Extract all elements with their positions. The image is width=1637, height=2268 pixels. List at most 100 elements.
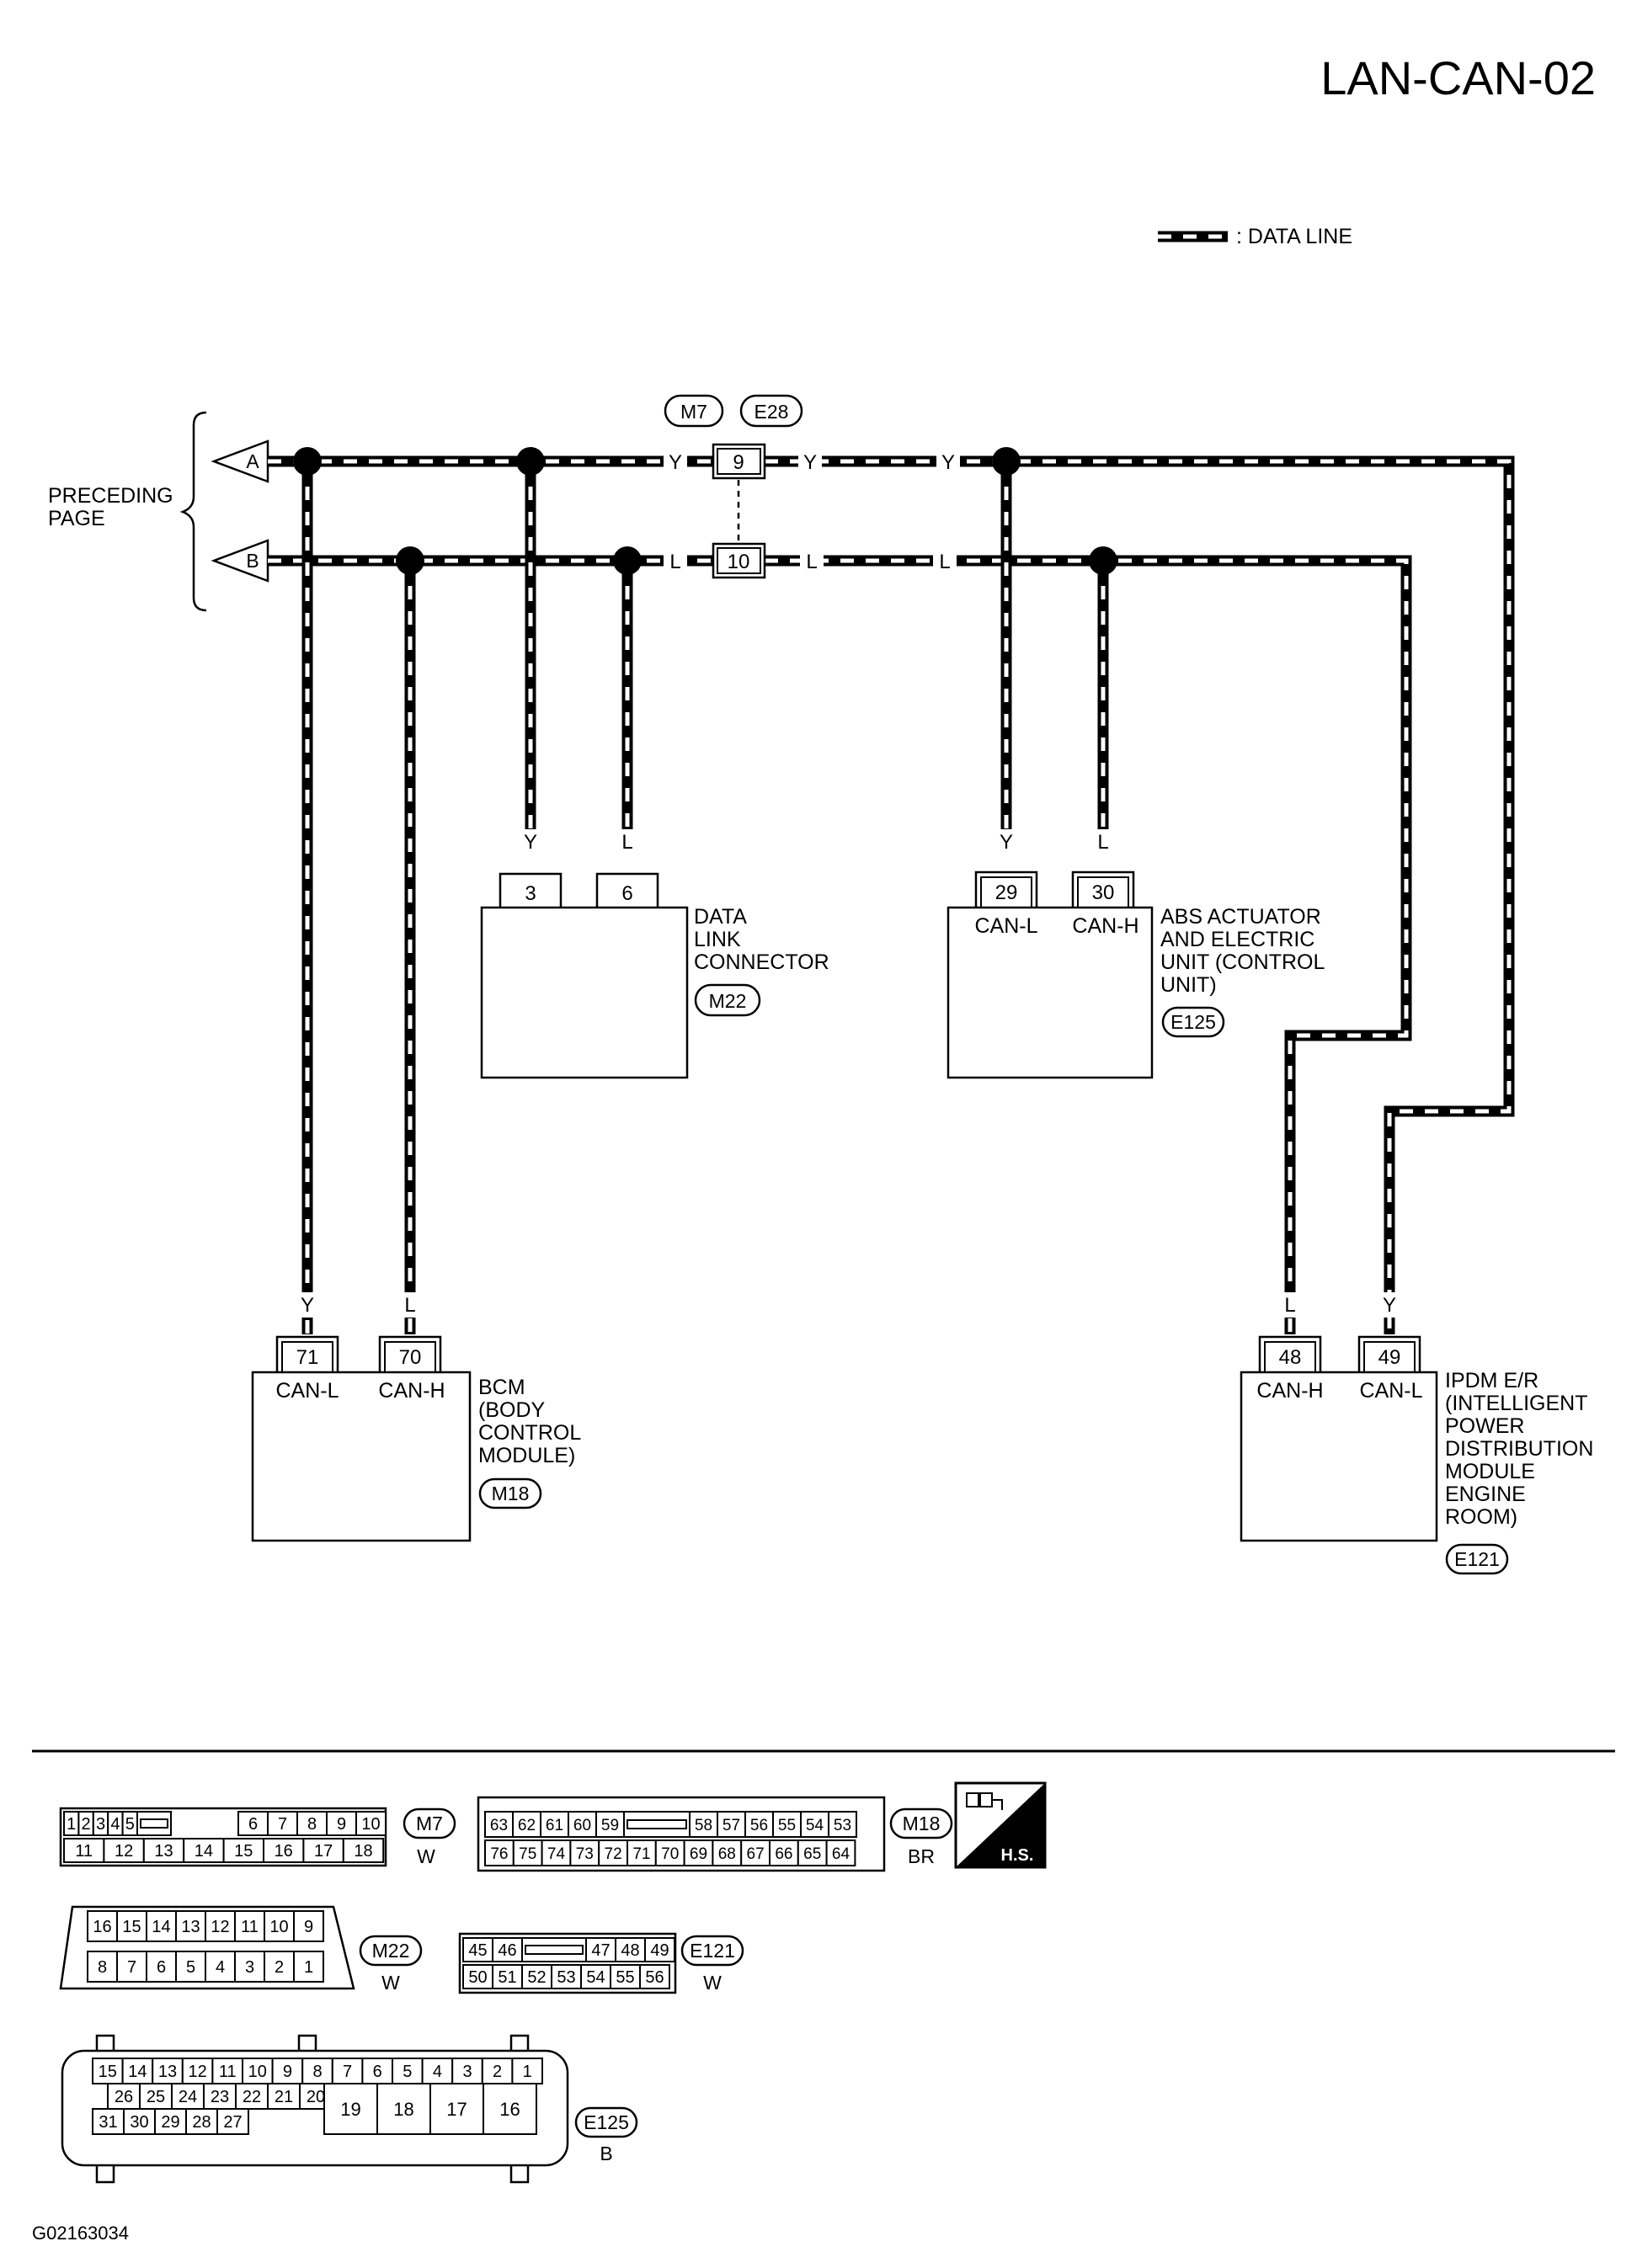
joint-pin-9	[717, 448, 761, 475]
connector-tag-m7[interactable]	[664, 394, 724, 428]
wire-color-label: L	[621, 831, 632, 854]
connector-pin-number: 9	[283, 2063, 292, 2081]
connector-pin-number: 16	[275, 1842, 293, 1861]
connector-pin-number: 2	[82, 1815, 91, 1834]
ipdm-name-line: DISTRIBUTION	[1445, 1437, 1593, 1461]
connector-pin-number: 11	[219, 2063, 237, 2081]
connector-tag-e28[interactable]	[739, 394, 803, 428]
connector-pin-number: 71	[632, 1845, 650, 1863]
bcm-body	[251, 1371, 472, 1542]
connector-pin-number: 12	[115, 1842, 133, 1861]
wire-color-label: Y	[1383, 1294, 1396, 1317]
connector-pin-number: 8	[98, 1958, 107, 1977]
junction-node	[396, 546, 424, 575]
abs-pin-label: CAN-H	[1072, 914, 1138, 938]
ipdm-name-line: POWER	[1445, 1414, 1524, 1438]
connector-pin-number: 68	[718, 1845, 736, 1863]
ipdm-pin-49: 49	[1378, 1346, 1401, 1369]
connector-pin-number: 2	[493, 2063, 502, 2081]
ipdm-name-line: ENGINE	[1445, 1483, 1526, 1506]
connector-pin-number: 10	[269, 1918, 288, 1936]
connector-view-m18-color: BR	[908, 1845, 935, 1867]
preceding-page-group: PRECEDING PAGE A B	[48, 411, 269, 612]
connector-pin-cell	[610, 1964, 641, 1989]
abs-name-line: AND ELECTRIC	[1160, 928, 1314, 951]
connector-pin-number: 48	[621, 1941, 639, 1960]
connector-pin-number: 50	[468, 1968, 487, 1987]
connector-pin-number: 66	[775, 1845, 792, 1863]
connector-pin-number: 12	[211, 1918, 229, 1936]
connector-view-m18-tag	[889, 1807, 953, 1839]
bcm-pin-label: CAN-H	[378, 1379, 445, 1403]
data-link-connector[interactable]: Y L 3 6 DATA LINK CONNECTOR M22	[480, 829, 829, 1079]
abs-name-line: UNIT)	[1160, 973, 1217, 997]
harness-icon	[966, 1792, 1003, 1810]
bcm-pin-70: 70	[399, 1346, 422, 1369]
bcm-unit[interactable]: Y L 71 70 CAN-L CAN-H BCM (BODY CONTROL …	[251, 1292, 581, 1542]
connector-pin-number: 15	[234, 1842, 253, 1861]
wire-color-label: Y	[524, 831, 537, 854]
ipdm-name-line: MODULE	[1445, 1460, 1535, 1483]
connector-pin-number: 74	[547, 1845, 566, 1863]
connector-pin-cell	[712, 1839, 743, 1866]
hs-badge: H.S.	[954, 1781, 1047, 1869]
connector-pin-cell	[481, 2058, 514, 2084]
connector-pin-number: 58	[695, 1817, 712, 1834]
connector-pin-cell	[541, 1839, 572, 1866]
connector-tag-m18[interactable]	[478, 1477, 542, 1509]
connector-pin-cell	[296, 1811, 328, 1836]
connector-pin-number: 1	[523, 2063, 532, 2081]
ipdm-unit[interactable]: L Y 48 49 CAN-H CAN-L IPDM E/R (INTELLIG…	[1240, 1292, 1593, 1575]
wire-dash-overlay	[765, 459, 1512, 1334]
wire-color-label: L	[1284, 1294, 1295, 1317]
connector-pin-number: 47	[591, 1941, 610, 1960]
junction-node	[992, 447, 1021, 476]
bus-wire-color-labels: Y Y Y L L L	[664, 448, 960, 574]
connector-pin-cell	[627, 1839, 657, 1866]
connector-pin-number: 72	[605, 1845, 622, 1863]
bcm-name-line: CONTROL	[478, 1421, 581, 1445]
connector-pin-cell	[483, 2083, 537, 2135]
connector-pin-cell	[116, 1951, 147, 1983]
connector-tag-e125[interactable]	[1161, 1006, 1225, 1038]
connector-pin-number: 7	[343, 2063, 352, 2081]
arrow-a-icon[interactable]	[211, 439, 269, 483]
connector-pin-number: 45	[468, 1941, 487, 1960]
joint-pin-10	[717, 547, 761, 574]
connector-tag-m22[interactable]	[694, 983, 761, 1017]
connector-pin-number: 57	[723, 1817, 740, 1834]
connector-tag-e121[interactable]	[1445, 1543, 1509, 1575]
connector-pin-cell	[203, 2083, 237, 2110]
abs-actuator-unit[interactable]: Y L 29 30 CAN-L CAN-H ABS ACTUATOR AND E…	[946, 829, 1325, 1079]
connector-pin-number: 59	[601, 1817, 619, 1834]
wire-color-label: L	[806, 551, 817, 573]
arrow-b-icon[interactable]	[211, 539, 269, 583]
abs-name-line: UNIT (CONTROL	[1160, 950, 1325, 974]
junctions	[293, 447, 1117, 575]
dlc-name-line: DATA	[694, 905, 747, 929]
connector-pin-number: 31	[99, 2113, 117, 2132]
connector-pin-cell	[123, 2108, 156, 2135]
connector-pin-cell	[263, 1838, 305, 1863]
connector-pin-number: 5	[125, 1815, 135, 1834]
connector-pin-cell	[342, 1838, 385, 1863]
connector-pin-cell	[301, 2058, 333, 2084]
connector-pin-number: 13	[181, 1918, 200, 1936]
connector-pin-cell	[237, 1811, 269, 1836]
connector-pin-number: 5	[186, 1958, 195, 1977]
connector-pin-number: 56	[750, 1817, 768, 1834]
connector-pin-number: 13	[154, 1842, 173, 1861]
dlc-pin-3: 3	[525, 882, 536, 905]
abs-name-line: ABS ACTUATOR	[1160, 905, 1321, 929]
can-l-bus-right	[765, 455, 1515, 1334]
connector-tag-e125-label: E125	[1170, 1011, 1216, 1033]
joint-pin-9-label: 9	[733, 451, 744, 474]
connector-pin-number: 17	[314, 1842, 333, 1861]
connector-pin-number: 75	[519, 1845, 536, 1863]
arrow-b-label: B	[246, 550, 259, 572]
